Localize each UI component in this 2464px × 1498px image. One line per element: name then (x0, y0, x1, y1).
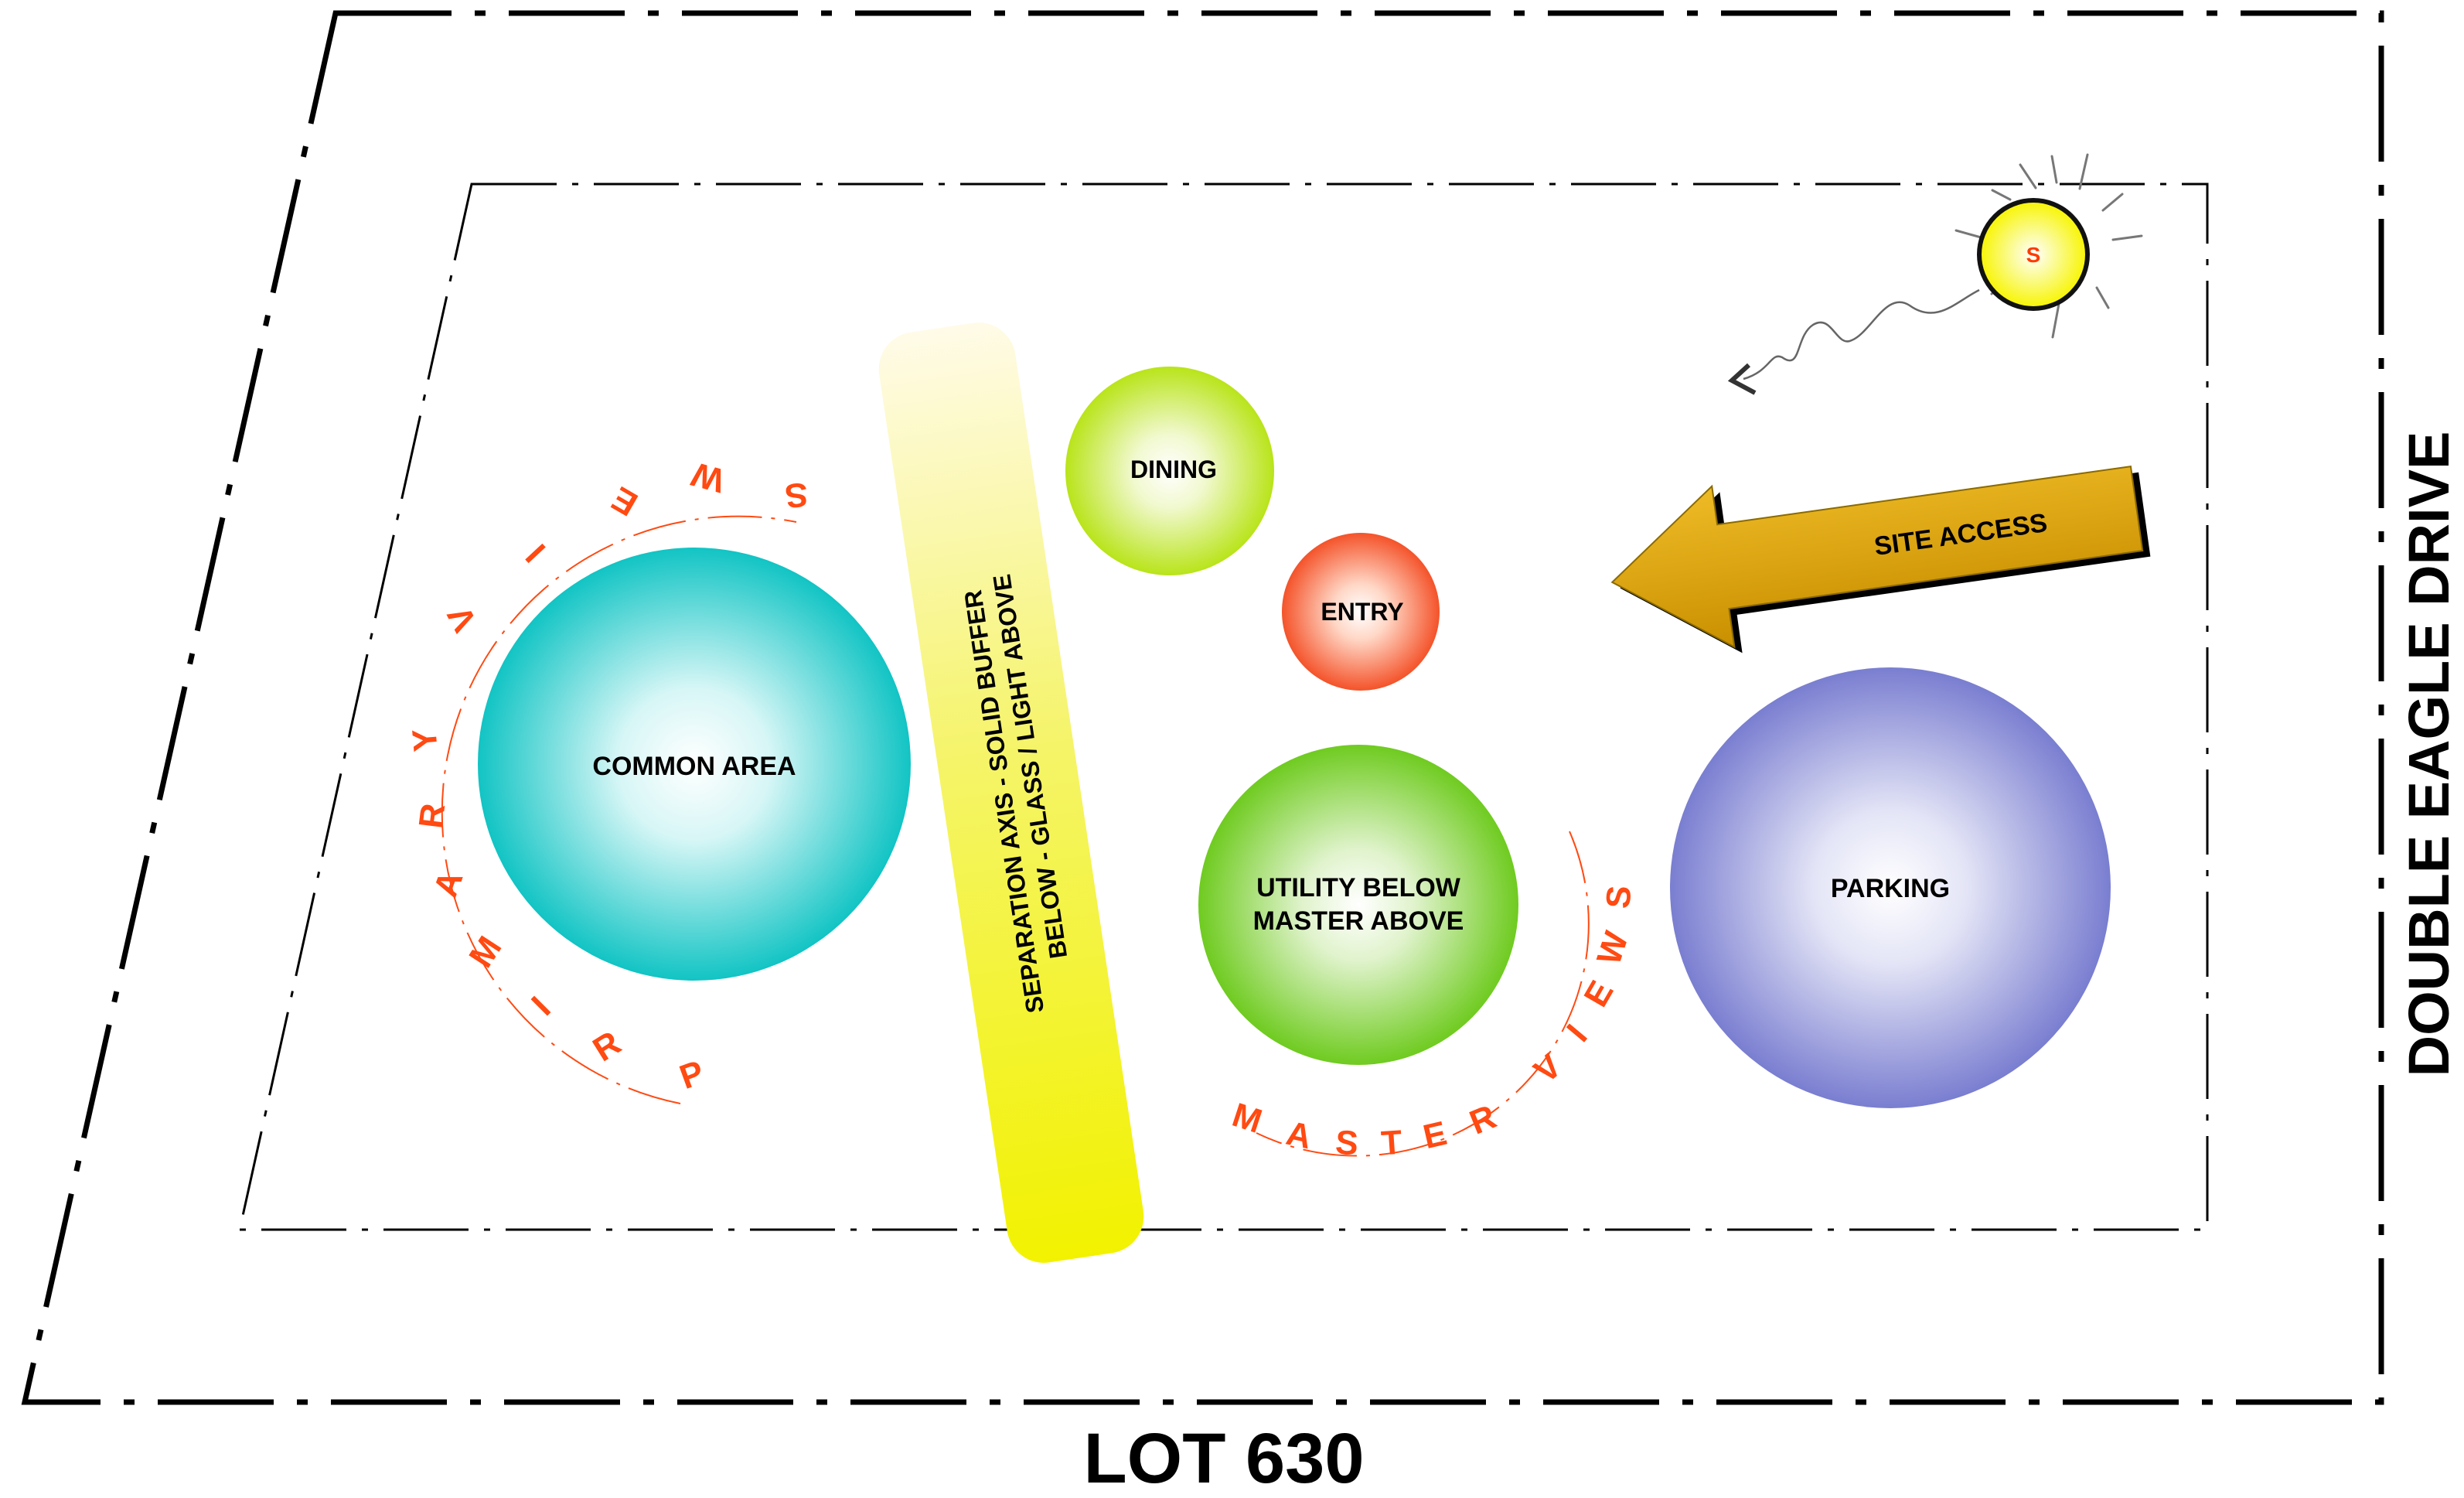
master-views-letter: E (1419, 1114, 1450, 1156)
utility-master-bubble (1198, 745, 1518, 1065)
primary-views-arc (441, 515, 797, 1104)
primary-views-letter: R (587, 1024, 628, 1069)
master-views-letter: T (1380, 1124, 1403, 1163)
master-views-letter: S (1599, 884, 1638, 910)
entry-bubble (1282, 533, 1440, 691)
sun-label: S (2026, 243, 2041, 267)
primary-views-letter: E (605, 479, 644, 523)
setback-line (238, 183, 2209, 1231)
primary-views-letter: P (675, 1053, 709, 1097)
separation-axis: SEPARATION AXIS - SOLID BUFFER BELOW - G… (878, 322, 1144, 1263)
master-views-arc (1256, 831, 1590, 1157)
dining-label: DINING (1130, 456, 1217, 483)
primary-views-letter: Y (405, 727, 445, 753)
master-views-letter: V (1527, 1046, 1569, 1090)
primary-views-letter: V (440, 599, 484, 637)
master-views-letter: A (1283, 1114, 1314, 1157)
lot-boundary (21, 10, 2384, 1405)
primary-views-letter: R (412, 801, 453, 831)
master-views-letter: I (1559, 1018, 1594, 1049)
master-views-letter: E (1576, 974, 1621, 1013)
common-area-bubble (478, 548, 911, 981)
parking-label: PARKING (1831, 874, 1950, 903)
primary-views-letter: I (519, 537, 553, 569)
primary-views-letter: W (687, 455, 728, 500)
site-access-arrow: SITE ACCESS (1610, 465, 2151, 653)
master-views-letter: S (1334, 1124, 1360, 1163)
parking-bubble (1670, 667, 2111, 1108)
street-label: DOUBLE EAGLE DRIVE (2397, 432, 2461, 1077)
master-views-letter: M (1228, 1096, 1266, 1141)
dining-bubble (1065, 367, 1274, 575)
master-label: MASTER ABOVE (1253, 906, 1464, 936)
master-views-letter: R (1464, 1097, 1501, 1141)
common-area-label: COMMON AREA (592, 752, 796, 781)
utility-label: UTILITY BELOW (1256, 873, 1461, 903)
lot-label: LOT 630 (1083, 1419, 1364, 1498)
entry-label: ENTRY (1321, 598, 1403, 626)
primary-views-letter: S (783, 475, 809, 514)
sun-icon: S (1727, 153, 2143, 395)
primary-views-letter: I (524, 989, 557, 1022)
primary-views-letter: A (427, 866, 471, 903)
master-views-letter: W (1590, 926, 1636, 969)
